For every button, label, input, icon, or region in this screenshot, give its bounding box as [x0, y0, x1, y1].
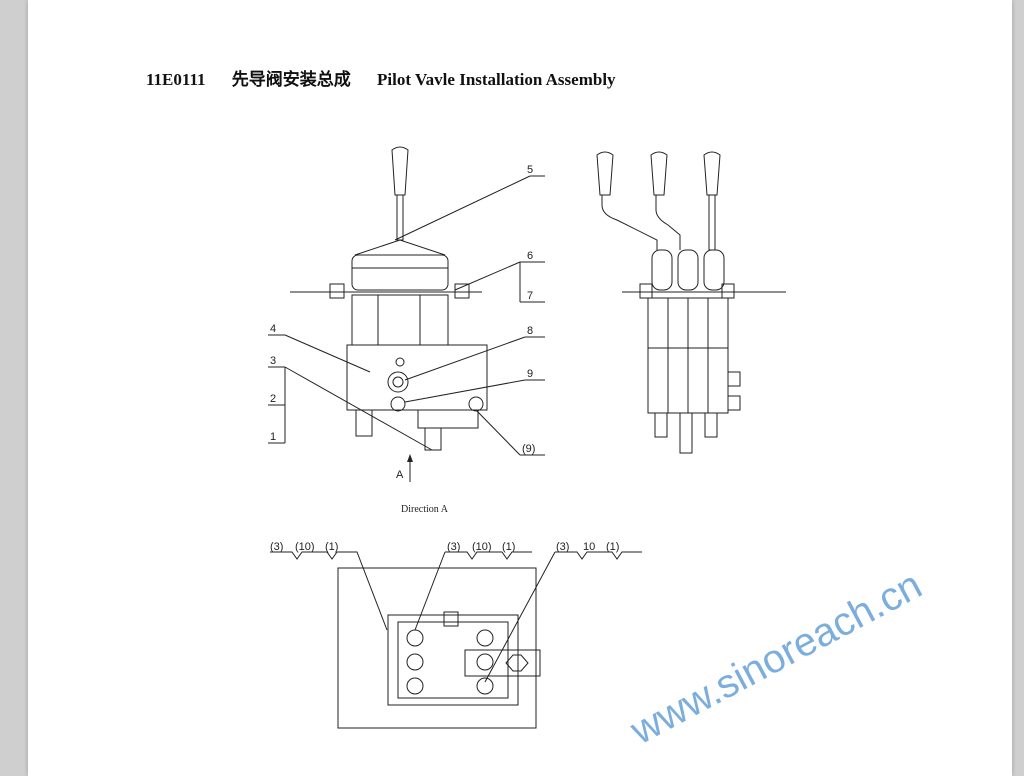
page-title: 11E0111 先导阀安装总成 Pilot Vavle Installation… [146, 65, 616, 90]
bottom-callout-c: (1) [606, 541, 619, 553]
bottom-callout-a: (3) [270, 541, 283, 553]
title-english: Pilot Vavle Installation Assembly [377, 70, 616, 89]
callout-6: 6 [527, 250, 533, 262]
callout-3: 3 [270, 355, 276, 367]
bottom-view: (3) (10) (1) (3) (10) (1) (3) 10 (1) [270, 541, 642, 729]
callout-8: 8 [527, 325, 533, 337]
bottom-callout-b: (10) [472, 541, 492, 553]
callout-1: 1 [270, 431, 276, 443]
part-code: 11E0111 [146, 70, 206, 89]
direction-caption: Direction A [401, 504, 449, 515]
watermark: www.sinoreach.cn [623, 563, 929, 754]
callout-9: 9 [527, 368, 533, 380]
bottom-callout-b: (10) [295, 541, 315, 553]
direction-arrow-label: A [396, 469, 404, 481]
callout-5: 5 [527, 164, 533, 176]
bottom-callout-c: (1) [502, 541, 515, 553]
front-view: 5 6 7 8 4 3 9 2 1 (9) A Direction A [268, 146, 545, 515]
title-chinese: 先导阀安装总成 [231, 70, 351, 89]
bottom-callout-c: (1) [325, 541, 338, 553]
callout-2: 2 [270, 393, 276, 405]
bottom-callout-b: 10 [583, 541, 595, 553]
side-view [596, 151, 786, 454]
bottom-callout-a: (3) [447, 541, 460, 553]
callout-4: 4 [270, 323, 276, 335]
document-page: 11E0111 先导阀安装总成 Pilot Vavle Installation… [28, 0, 1012, 776]
callout-7: 7 [527, 290, 533, 302]
bottom-callout-a: (3) [556, 541, 569, 553]
callout-9-paren: (9) [522, 443, 535, 455]
